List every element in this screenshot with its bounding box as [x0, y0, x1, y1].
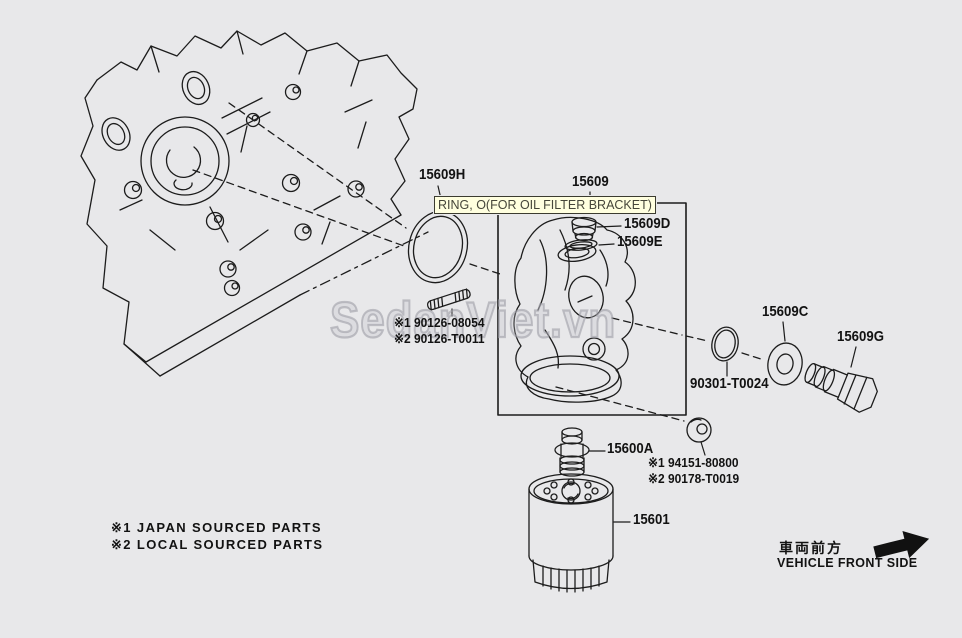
part-label-15609c[interactable]: 15609C: [762, 303, 809, 320]
watermark: SedanViet.vn: [329, 291, 617, 349]
part-label-nut[interactable]: ※1 94151-80800 ※2 90178-T0019: [648, 455, 739, 486]
plug-15609d-drawing: [572, 218, 596, 241]
nut-number-local[interactable]: ※2 90178-T0019: [648, 470, 740, 486]
part-label-15609g[interactable]: 15609G: [837, 328, 884, 345]
legend-note-local-sourced: ※2 LOCAL SOURCED PARTS: [111, 537, 324, 552]
vehicle-front-label-jp: 車両前方: [779, 540, 843, 556]
engine-block-drawing: [81, 31, 428, 376]
part-label-15609[interactable]: 15609: [572, 173, 609, 190]
part-label-15609e[interactable]: 15609E: [617, 233, 663, 250]
part-label-15601[interactable]: 15601: [633, 511, 670, 528]
gasket-15609e-drawing: [565, 238, 598, 251]
part-label-15609h[interactable]: 15609H: [419, 166, 466, 183]
oring-15609h-drawing: [401, 205, 475, 289]
nut-number-japan[interactable]: ※1 94151-80800: [648, 455, 739, 470]
leader-lines: [438, 186, 856, 522]
vehicle-front-arrow-icon: [873, 530, 930, 559]
union-15600a-drawing: [555, 428, 589, 476]
part-label-15600a[interactable]: 15600A: [607, 440, 654, 457]
union-bolt-15609g-drawing: [800, 355, 881, 416]
oring-90301-drawing: [709, 325, 742, 364]
vehicle-front-label-en: VEHICLE FRONT SIDE: [777, 556, 918, 570]
nut-drawing: [687, 418, 711, 442]
part-label-90301-t0024[interactable]: 90301-T0024: [690, 375, 769, 392]
stud-bolt-drawing: [427, 288, 472, 310]
washer-15609c-drawing: [765, 340, 806, 387]
stud-bolt-number-japan[interactable]: ※1 90126-08054: [394, 315, 485, 330]
legend-note-japan-sourced: ※1 JAPAN SOURCED PARTS: [111, 520, 322, 535]
oil-filter-drawing: [529, 474, 613, 592]
oil-filter-bracket-drawing: [514, 217, 635, 402]
stud-bolt-number-local[interactable]: ※2 90126-T0011: [394, 330, 485, 346]
part-label-stud-bolt[interactable]: ※1 90126-08054 ※2 90126-T0011: [394, 315, 485, 346]
assembly-axis-lines: [193, 103, 764, 421]
part-name-tooltip: RING, O(FOR OIL FILTER BRACKET): [434, 196, 656, 214]
part-label-15609d[interactable]: 15609D: [624, 215, 671, 232]
